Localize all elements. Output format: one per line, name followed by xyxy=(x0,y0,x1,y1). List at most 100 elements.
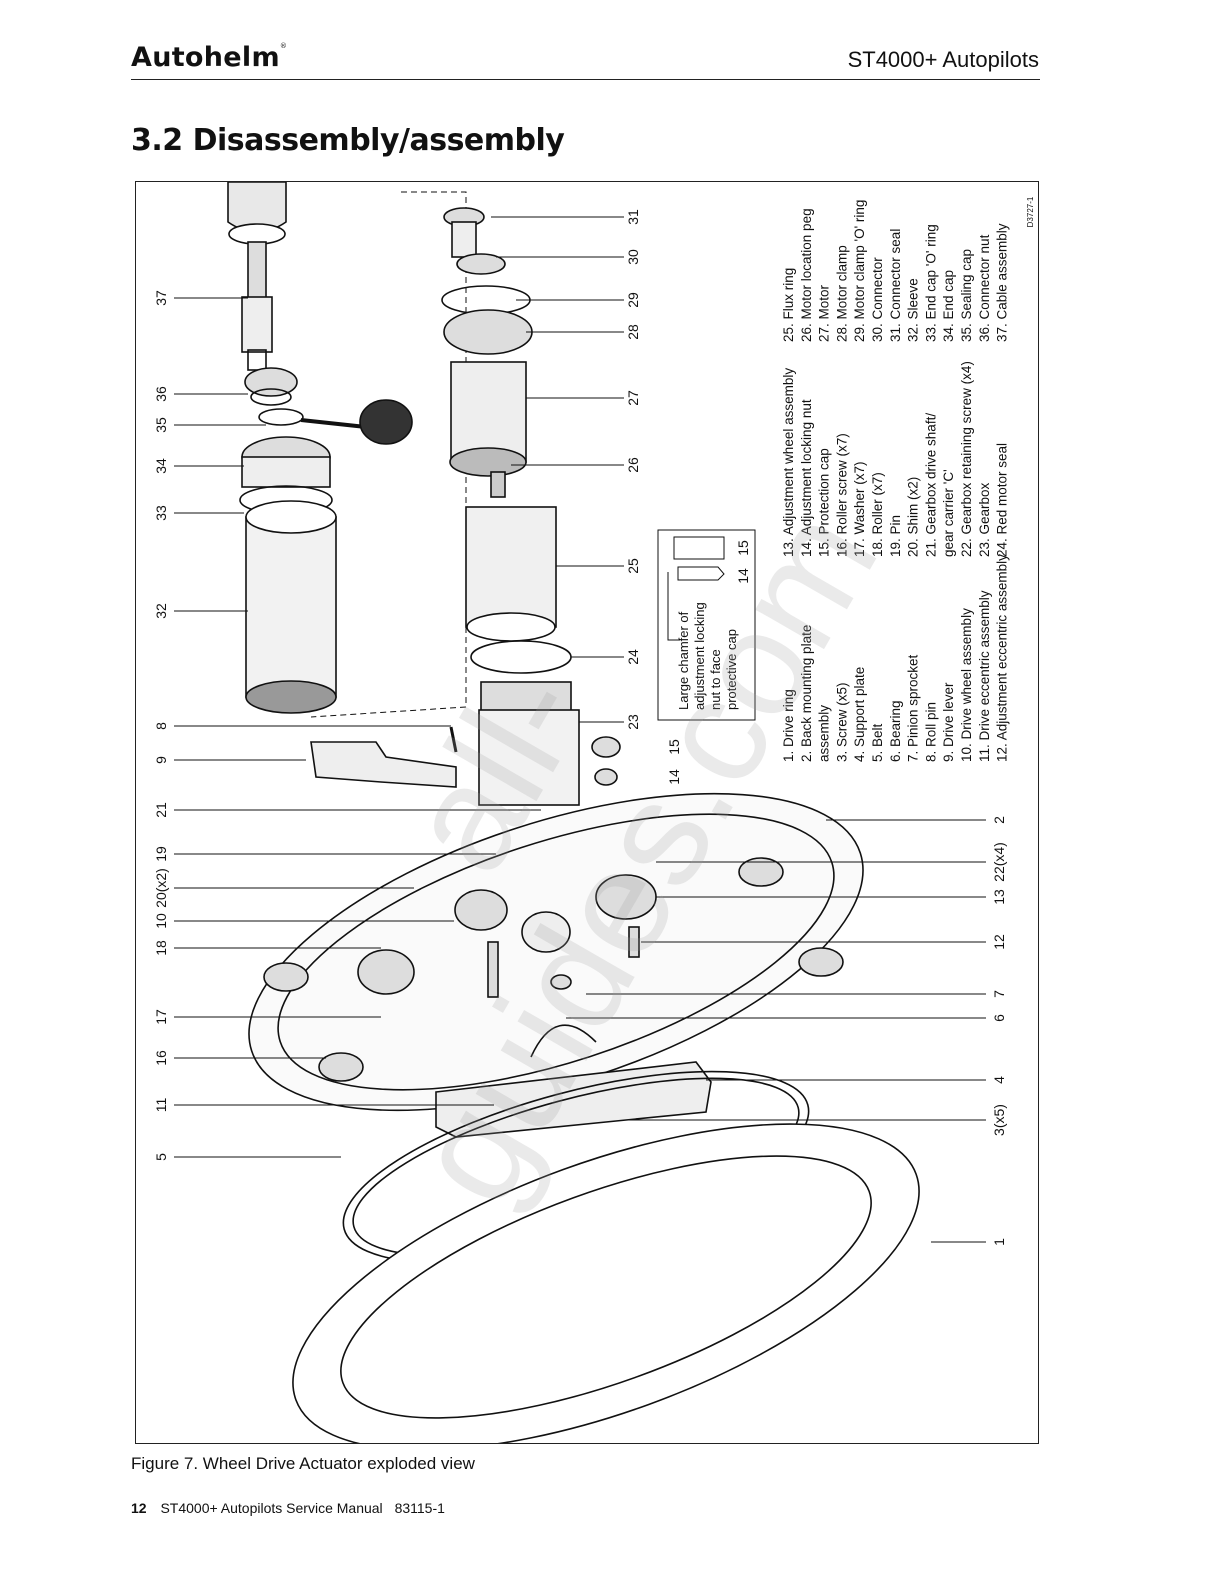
callout-label-15: 15 xyxy=(666,739,682,755)
parts-list-item: 24. Red motor seal xyxy=(995,443,1010,557)
parts-list-item: 20. Shim (x2) xyxy=(906,477,921,557)
parts-list-item: 34. End cap xyxy=(941,270,956,342)
callout-label-29: 29 xyxy=(625,292,641,308)
page-footer: 12 ST4000+ Autopilots Service Manual 831… xyxy=(131,1500,445,1516)
parts-list-item: 37. Cable assembly xyxy=(995,223,1010,342)
callout-label-27: 27 xyxy=(625,390,641,406)
parts-list-item: 21. Gearbox drive shaft/ xyxy=(923,413,938,557)
exploded-view-drawing: 37 36 35 34 33 32 8 9 21 19 20(x2) 10 18 17 16 11 5 31 30… xyxy=(153,182,1035,1443)
parts-list-item: 9. Drive lever xyxy=(941,682,956,762)
callout-label-36: 36 xyxy=(153,386,169,402)
callout-label-24: 24 xyxy=(625,649,641,665)
parts-list-item: 36. Connector nut xyxy=(977,234,992,342)
callout-label-3(x5): 3(x5) xyxy=(991,1104,1007,1136)
parts-list-item: 19. Pin xyxy=(888,515,903,557)
header-divider xyxy=(131,79,1040,80)
chamfer-note-labels: 14 15 xyxy=(735,540,751,584)
parts-list-item: 15. Protection cap xyxy=(817,448,832,557)
parts-list-item: 23. Gearbox xyxy=(977,482,992,557)
callout-label-18: 18 xyxy=(153,940,169,956)
chamfer-note-label-15: 15 xyxy=(735,540,751,556)
callout-label-22(x4): 22(x4) xyxy=(991,842,1007,882)
parts-list-item: 26. Motor location peg xyxy=(799,208,814,342)
parts-list-item: 7. Pinion sprocket xyxy=(906,654,921,762)
registered-mark: ® xyxy=(279,42,288,50)
callout-label-16: 16 xyxy=(153,1050,169,1066)
callout-label-23: 23 xyxy=(625,714,641,730)
callout-label-20(x2): 20(x2) xyxy=(153,868,169,908)
parts-list-item: 33. End cap 'O' ring xyxy=(923,224,938,342)
parts-list-item: 2. Back mounting plate xyxy=(799,625,814,762)
callout-label-21: 21 xyxy=(153,802,169,818)
parts-list-item: 17. Washer (x7) xyxy=(852,461,867,557)
callout-label-33: 33 xyxy=(153,505,169,521)
parts-list-item: 25. Flux ring xyxy=(781,268,796,342)
callout-label-31: 31 xyxy=(625,209,641,225)
callout-label-12: 12 xyxy=(991,934,1007,950)
parts-list-item: 16. Roller screw (x7) xyxy=(834,433,849,557)
manual-title: ST4000+ Autopilots Service Manual xyxy=(160,1500,383,1516)
parts-list-item: 30. Connector xyxy=(870,257,885,342)
parts-list-item: 18. Roller (x7) xyxy=(870,472,885,557)
parts-list-item: 6. Bearing xyxy=(888,700,903,762)
callout-label-35: 35 xyxy=(153,417,169,433)
callout-label-19: 19 xyxy=(153,846,169,862)
parts-list-item: gear carrier 'C' xyxy=(941,469,956,557)
parts-list-item: 8. Roll pin xyxy=(923,702,938,762)
callout-label-26: 26 xyxy=(625,457,641,473)
parts-list-item: 35. Sealing cap xyxy=(959,249,974,342)
callout-label-32: 32 xyxy=(153,603,169,619)
parts-list-item: 13. Adjustment wheel assembly xyxy=(781,368,796,557)
callout-label-5: 5 xyxy=(153,1153,169,1161)
left-callout-labels: 37 36 35 34 33 32 8 9 21 19 20(x2) 10 18 17 16 11 5 xyxy=(153,290,169,1161)
page-number: 12 xyxy=(131,1500,147,1516)
parts-list-item: 31. Connector seal xyxy=(888,229,903,342)
part-number: 83115-1 xyxy=(394,1500,445,1516)
callout-label-14: 14 xyxy=(666,769,682,785)
callout-label-37: 37 xyxy=(153,290,169,306)
center-callout-labels: 31 30 29 28 27 26 25 24 23 15 14 xyxy=(625,209,682,785)
document-title: ST4000+ Autopilots xyxy=(847,47,1039,72)
callout-label-10: 10 xyxy=(153,913,169,929)
callout-label-7: 7 xyxy=(991,990,1007,998)
parts-list-item: 22. Gearbox retaining screw (x4) xyxy=(959,361,974,557)
callout-label-9: 9 xyxy=(153,756,169,764)
callout-label-2: 2 xyxy=(991,816,1007,824)
exploded-view-figure: 37 36 35 34 33 32 8 9 21 19 20(x2) 10 18 17 16 11 5 31 30… xyxy=(135,181,1039,1444)
chamfer-note-line: protective cap xyxy=(724,629,739,710)
chamfer-note-line: adjustment locking xyxy=(692,602,707,710)
chamfer-note-line: Large chamfer of xyxy=(676,611,691,710)
callout-label-34: 34 xyxy=(153,458,169,474)
parts-list-item: 12. Adjustment eccentric assembly xyxy=(995,554,1010,762)
brand-logo: Autohelm® xyxy=(131,42,287,73)
callout-label-25: 25 xyxy=(625,558,641,574)
callout-label-30: 30 xyxy=(625,249,641,265)
callout-label-11: 11 xyxy=(153,1098,169,1113)
parts-list-item: 10. Drive wheel assembly xyxy=(959,608,974,762)
parts-list-item: 5. Belt xyxy=(870,723,885,762)
chamfer-note-label-14: 14 xyxy=(735,568,751,584)
parts-list-item: 11. Drive eccentric assembly xyxy=(977,590,992,762)
parts-list-item: 1. Drive ring xyxy=(781,689,796,762)
callout-label-6: 6 xyxy=(991,1014,1007,1022)
callout-label-4: 4 xyxy=(991,1076,1007,1084)
brand-name: Autohelm xyxy=(131,42,280,73)
parts-list-item: 14. Adjustment locking nut xyxy=(799,399,814,557)
callout-label-13: 13 xyxy=(991,889,1007,905)
figure-caption: Figure 7. Wheel Drive Actuator exploded … xyxy=(131,1454,475,1473)
section-title: 3.2 Disassembly/assembly xyxy=(131,123,565,158)
drawing-code: D3727-1 xyxy=(1026,196,1035,227)
parts-list-item: 28. Motor clamp xyxy=(834,245,849,342)
callout-label-28: 28 xyxy=(625,324,641,340)
parts-list-item: 29. Motor clamp 'O' ring xyxy=(852,200,867,342)
parts-list-item: 32. Sleeve xyxy=(906,278,921,342)
parts-list-item: 4. Support plate xyxy=(852,667,867,762)
parts-list-item: assembly xyxy=(817,705,832,762)
callout-label-8: 8 xyxy=(153,722,169,730)
callout-label-17: 17 xyxy=(153,1009,169,1025)
chamfer-note-line: nut to face xyxy=(708,649,723,710)
parts-list-item: 27. Motor xyxy=(817,284,832,342)
